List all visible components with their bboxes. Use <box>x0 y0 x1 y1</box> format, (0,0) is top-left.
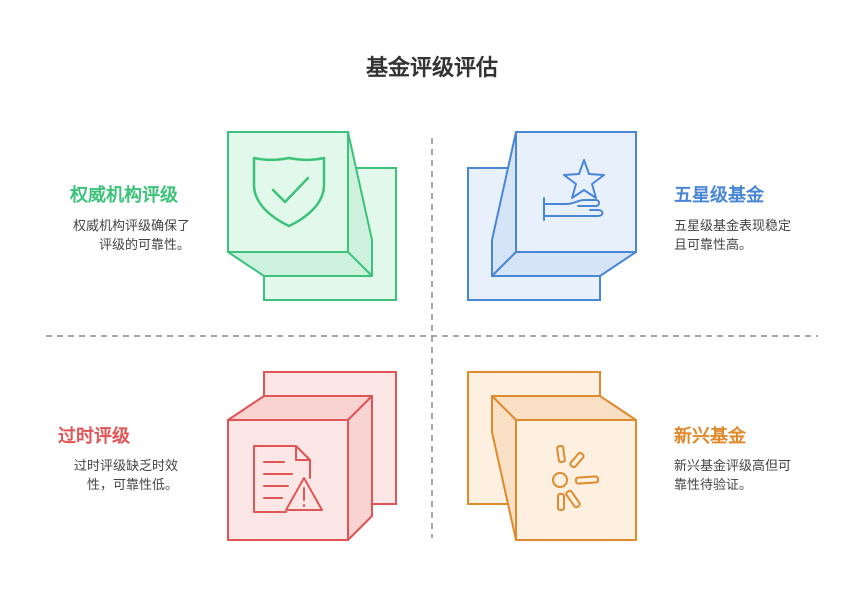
document-warning-icon <box>253 445 323 513</box>
emerging-description: 新兴基金评级高但可 靠性待验证。 <box>674 457 791 495</box>
authority-description: 权威机构评级确保了 评级的可靠性。 <box>73 217 190 255</box>
five-star-card <box>467 131 637 301</box>
sparkle-burst-icon <box>552 444 600 511</box>
authority-heading: 权威机构评级 <box>70 185 178 206</box>
authority-desc-line1: 权威机构评级确保了 <box>72 219 190 234</box>
page-title: 基金评级评估 <box>365 56 498 81</box>
emerging-desc-line1: 新兴基金评级高但可 <box>674 459 792 474</box>
five-star-desc-line1: 五星级基金表现稳定 <box>674 219 792 234</box>
outdated-desc-line2: 性，可靠性低。 <box>86 478 178 493</box>
five-star-heading: 五星级基金 <box>674 185 764 206</box>
outdated-desc-line1: 过时评级缺乏时效 <box>73 459 178 474</box>
outdated-description: 过时评级缺乏时效 性，可靠性低。 <box>74 457 178 495</box>
five-star-desc-line2: 且可靠性高。 <box>674 238 753 253</box>
shield-check-icon <box>252 156 326 228</box>
emerging-desc-line2: 靠性待验证。 <box>674 478 753 493</box>
authority-card <box>227 131 397 301</box>
hand-star-icon <box>543 159 605 221</box>
emerging-card <box>467 371 637 541</box>
emerging-heading: 新兴基金 <box>674 426 746 447</box>
five-star-description: 五星级基金表现稳定 且可靠性高。 <box>674 217 791 255</box>
authority-desc-line2: 评级的可靠性。 <box>98 238 190 253</box>
outdated-heading: 过时评级 <box>58 426 130 447</box>
outdated-card <box>227 371 397 541</box>
